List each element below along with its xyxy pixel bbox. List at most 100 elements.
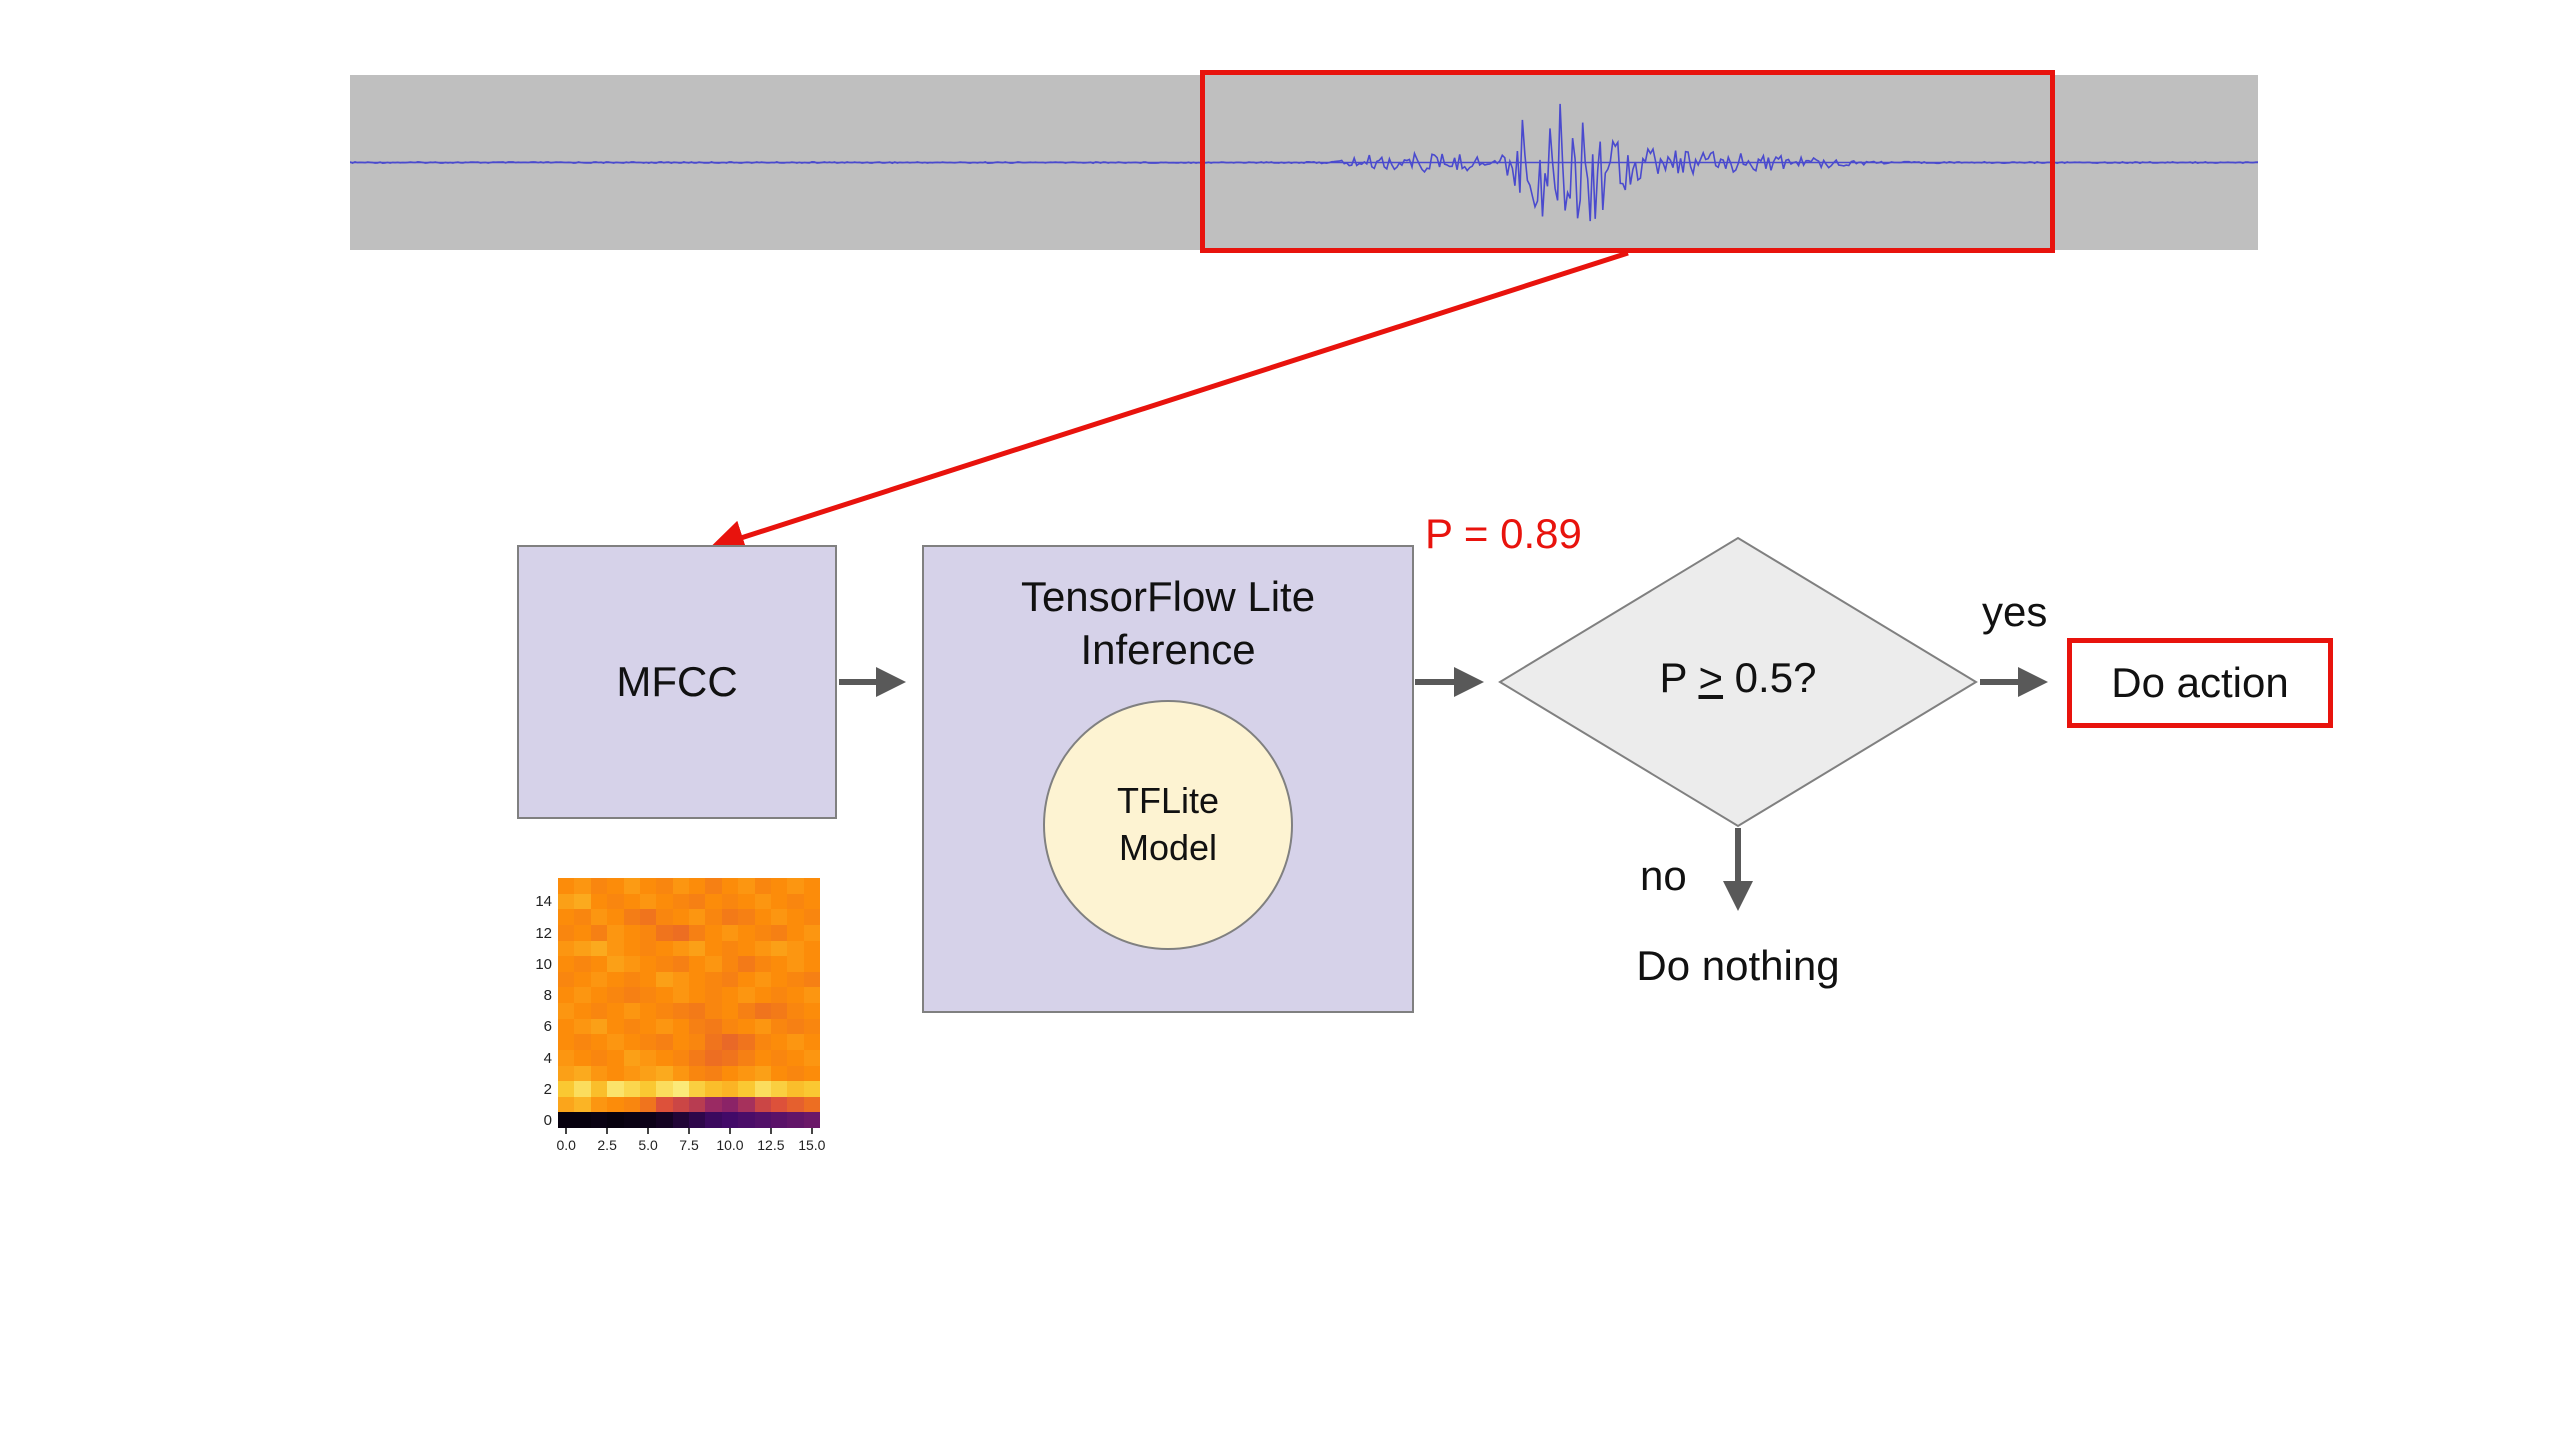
heatmap-cell	[672, 1018, 689, 1035]
heatmap-cell	[672, 956, 689, 972]
heatmap-cell	[590, 878, 608, 894]
heatmap-cell	[754, 1003, 771, 1019]
heatmap-cell	[623, 909, 640, 925]
heatmap-cell	[656, 909, 673, 925]
heatmap-cell	[558, 1065, 575, 1082]
heatmap-cell	[607, 893, 624, 910]
tflite-title-line1: TensorFlow Lite	[1020, 573, 1316, 620]
heatmap-cell	[689, 971, 706, 988]
heatmap-cell	[754, 1049, 771, 1066]
heatmap-cell	[738, 1034, 755, 1050]
heatmap-cell	[639, 971, 657, 988]
heatmap-cell	[672, 987, 689, 1003]
heatmap-cell	[689, 1081, 706, 1097]
heatmap-cell	[803, 893, 820, 910]
heatmap-cell	[803, 987, 820, 1003]
heatmap-cell	[689, 1003, 706, 1019]
heatmap-cell	[639, 956, 657, 972]
heatmap-cell	[787, 1034, 804, 1050]
waveform-plot	[349, 103, 2259, 222]
heatmap-cell	[689, 1018, 706, 1035]
heatmap-cell	[705, 1065, 722, 1082]
heatmap-cell	[574, 909, 591, 925]
heatmap-cell	[689, 878, 706, 894]
heatmap-cell	[705, 878, 722, 894]
heatmap-cell	[689, 987, 706, 1003]
heatmap-cell	[623, 893, 640, 910]
heatmap-cell	[639, 893, 657, 910]
heatmap-cell	[770, 893, 788, 910]
heatmap-cell	[623, 1096, 640, 1113]
heatmap-cell	[574, 1096, 591, 1113]
heatmap-cell	[721, 878, 739, 894]
heatmap-cell	[623, 1034, 640, 1050]
heatmap-cell	[672, 1034, 689, 1050]
heatmap-cell	[705, 956, 722, 972]
heatmap-cell	[803, 1081, 820, 1097]
heatmap-cell	[590, 1049, 608, 1066]
heatmap-cell	[672, 909, 689, 925]
heatmap-cell	[558, 1034, 575, 1050]
heatmap-cell	[623, 1112, 640, 1128]
heatmap-cell	[689, 924, 706, 941]
heatmap-cell	[770, 1049, 788, 1066]
heatmap-cell	[721, 987, 739, 1003]
heatmap-cell	[705, 1003, 722, 1019]
waveform-trace	[349, 103, 2259, 222]
heatmap-cell	[721, 1065, 739, 1082]
heatmap-cell	[558, 893, 575, 910]
heatmap-cell	[803, 1034, 820, 1050]
heatmap-cell	[689, 1065, 706, 1082]
heatmap-cell	[672, 971, 689, 988]
heatmap-cell	[738, 924, 755, 941]
heatmap-cell	[623, 1081, 640, 1097]
heatmap-cell	[803, 971, 820, 988]
heatmap-cell	[672, 893, 689, 910]
heatmap-cell	[656, 971, 673, 988]
heatmap-cell	[558, 940, 575, 957]
tflite-circle-line1: TFLite	[1116, 780, 1220, 822]
heatmap-cell	[721, 1049, 739, 1066]
heatmap-cell	[574, 940, 591, 957]
heatmap-cell	[770, 1034, 788, 1050]
heatmap-cell	[656, 956, 673, 972]
heatmap-cell	[754, 878, 771, 894]
heatmap-cell	[639, 987, 657, 1003]
heatmap-y-tick: 6	[543, 1018, 552, 1036]
heatmap-cell	[656, 1065, 673, 1082]
heatmap-cell	[803, 924, 820, 941]
heatmap-cell	[558, 878, 575, 894]
heatmap-cell	[738, 909, 755, 925]
heatmap-cell	[590, 893, 608, 910]
heatmap-cell	[689, 1112, 706, 1128]
heatmap-cell	[639, 1096, 657, 1113]
heatmap-cell	[607, 1018, 624, 1035]
heatmap-cell	[803, 1049, 820, 1066]
heatmap-cell	[787, 924, 804, 941]
heatmap-cell	[721, 1112, 739, 1128]
heatmap-x-tick: 7.5	[679, 1137, 699, 1153]
heatmap-y-tick: 8	[543, 987, 552, 1004]
heatmap-cell	[770, 1018, 788, 1035]
heatmap-cell	[787, 1112, 804, 1128]
heatmap-cell	[705, 1112, 722, 1128]
heatmap-x-tick: 10.0	[716, 1137, 744, 1153]
heatmap-cell	[623, 971, 640, 988]
heatmap-cell	[721, 1096, 739, 1113]
heatmap-cell	[607, 1065, 624, 1082]
heatmap-y-tick: 0	[543, 1112, 552, 1129]
heatmap-cell	[607, 1112, 624, 1128]
heatmap-cell	[558, 956, 575, 972]
heatmap-cell	[721, 940, 739, 957]
heatmap-cell	[787, 1049, 804, 1066]
mfcc-node: MFCC	[517, 545, 837, 819]
heatmap-cell	[705, 1096, 722, 1113]
waveform-highlight-rect	[1200, 70, 2055, 253]
heatmap-cell	[672, 940, 689, 957]
heatmap-cell	[754, 1112, 771, 1128]
heatmap-cell	[607, 1049, 624, 1066]
heatmap-cell	[721, 893, 739, 910]
heatmap-cell	[623, 940, 640, 957]
heatmap-x-tick: 5.0	[638, 1137, 658, 1153]
